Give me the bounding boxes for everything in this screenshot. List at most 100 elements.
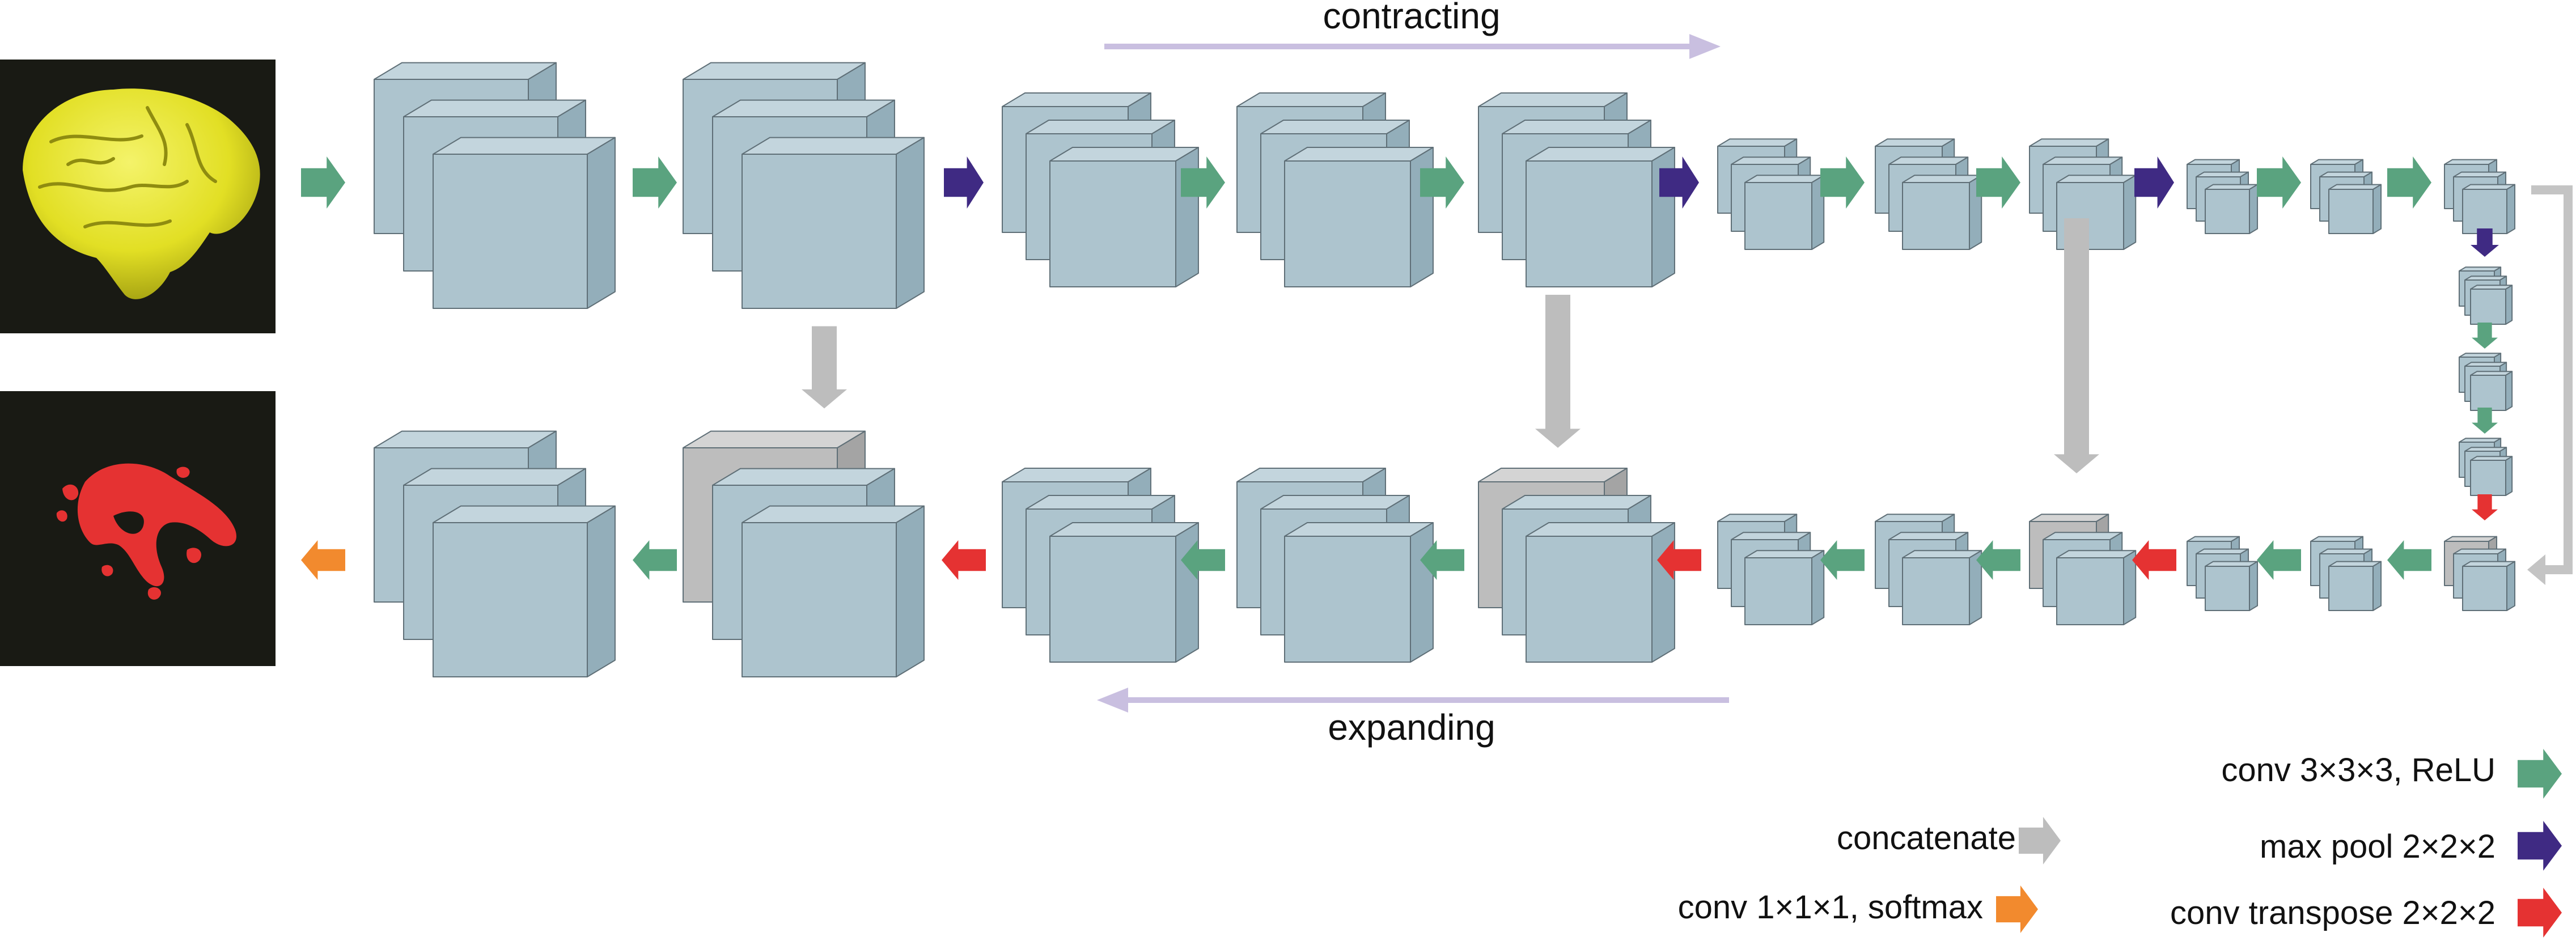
maxpool-arrow-icon-top-3 [944,156,984,209]
conv-arrow-icon-top-10 [2257,156,2301,209]
maxpool-arrow-icon-top-9 [2134,156,2174,209]
decoder-stack-8-volume [2056,550,2137,625]
transpose-arrow-icon-bottom-6 [1657,540,1701,580]
encoder-stack-4 [1236,92,1434,287]
encoder-stack-2 [683,62,925,309]
conv-arrow-icon-top-5 [1420,156,1464,209]
conv-arrow-icon-bottom-7 [1820,540,1865,580]
expanding-direction-arrow [1097,688,1729,713]
conv-arrow-icon-bottom-5 [1420,540,1464,580]
encoder-stack-9-volume [2205,184,2259,234]
encoder-stack-8 [2029,138,2137,250]
decoder-stack-1-volume [433,505,616,677]
conv-arrow-icon-top-8 [1976,156,2020,209]
legend-transpose-label: conv transpose 2×2×2 [2170,895,2496,931]
legend-maxpool-arrow-icon [2518,821,2562,871]
decoder-stack-5-volume [1526,522,1675,663]
conv-arrow-icon-top-11 [2387,156,2431,209]
transpose-arrow-icon-bottom-3 [942,540,986,580]
decoder-stack-10 [2310,536,2382,611]
conv-arrow-icon-bottom-4 [1181,540,1225,580]
brain-render-icon [23,88,260,299]
decoder-stack-11 [2444,536,2516,611]
legend: conv 3×3×3, ReLU max pool 2×2×2 conv tra… [1678,752,2496,931]
encoder-stack-5-volume [1526,147,1675,287]
conv-arrow-icon-bottleneck-1 [2472,323,2498,349]
encoder-stack-3-volume [1049,147,1199,287]
legend-maxpool-label: max pool 2×2×2 [2260,828,2496,865]
conv-arrow-icon-bottom-10 [2257,540,2301,580]
decoder-stack-6 [1717,514,1825,625]
maxpool-arrow-icon-top-6 [1659,156,1699,209]
encoder-stack-1-volume [433,137,616,309]
bottleneck-skip-bracket [2527,185,2573,585]
conv-arrow-icon-bottom-2 [633,540,677,580]
conv-arrow-icon-bottom-8 [1976,540,2020,580]
conv-arrow-icon-bottom-11 [2387,540,2431,580]
encoder-stack-6-volume [1744,175,1825,250]
concat-arrow-icon-skip-1 [802,326,847,409]
decoder-stack-9-volume [2205,561,2259,611]
decoder-stack-6-volume [1744,550,1825,625]
decoder-stack-10-volume [2328,561,2382,611]
encoder-stack-11 [2444,159,2516,234]
conv-arrow-icon-top-7 [1820,156,1865,209]
bottleneck-stack-2 [2459,353,2513,411]
decoder-stack-11-volume [2462,561,2516,611]
decoder-stack-2-volume [742,505,925,677]
decoder-stack-3 [1002,468,1199,663]
conv-arrow-icon-top-1 [301,156,345,209]
encoder-stack-3 [1002,92,1199,287]
bottleneck-stack-2-volume [2470,371,2513,411]
decoder-stack-2 [683,430,925,677]
encoder-stack-6 [1717,138,1825,250]
transpose-arrow-icon-bottom-9 [2132,540,2176,580]
output-image [0,391,276,666]
legend-concatenate-label: concatenate [1837,820,2016,857]
decoder-stack-4 [1236,468,1434,663]
legend-softmax-arrow-icon [1996,885,2038,933]
conv-arrow-icon-top-4 [1181,156,1225,209]
encoder-stack-7 [1875,138,1982,250]
transpose-arrow-icon-bottleneck [2472,494,2498,520]
decoder-stack-7 [1875,514,1982,625]
encoder-stack-9 [2187,159,2259,234]
contracting-label: contracting [1323,0,1500,36]
concat-arrow-icon-skip-3 [2054,218,2099,473]
softmax-arrow-icon-bottom-1 [301,540,345,580]
legend-conv-arrow-icon [2518,749,2562,799]
bottleneck-stack-1 [2459,266,2513,325]
encoder-stack-5 [1478,92,1675,287]
decoder-stack-5 [1478,468,1675,663]
encoder-stack-1 [374,62,616,309]
encoder-stack-10 [2310,159,2382,234]
bottleneck-stack-1-volume [2470,285,2513,325]
feature-map-volumes [374,62,2516,677]
legend-softmax-label: conv 1×1×1, softmax [1678,889,1983,926]
decoder-stack-4-volume [1284,522,1434,663]
encoder-stack-11-volume [2462,184,2516,234]
legend-transpose-arrow-icon [2518,888,2562,938]
input-image [0,60,276,333]
decoder-stack-8 [2029,514,2137,625]
encoder-stack-7-volume [1902,175,1982,250]
legend-concat-arrow-icon [2019,817,2061,864]
contracting-direction-arrow [1104,34,1721,59]
concat-arrow-icon-skip-2 [1535,295,1581,448]
decoder-stack-7-volume [1902,550,1982,625]
expanding-label: expanding [1328,707,1495,748]
bottleneck-stack-3 [2459,438,2513,496]
decoder-stack-3-volume [1049,522,1199,663]
decoder-stack-1 [374,430,616,677]
conv-arrow-icon-top-2 [633,156,677,209]
bottleneck-stack-3-volume [2470,456,2513,496]
conv-arrow-icon-bottleneck-2 [2472,408,2498,434]
legend-conv-label: conv 3×3×3, ReLU [2221,752,2496,789]
decoder-stack-9 [2187,536,2259,611]
segmentation-render-icon [56,463,236,600]
maxpool-arrow-icon-bottleneck [2471,228,2499,257]
encoder-stack-10-volume [2328,184,2382,234]
encoder-stack-2-volume [742,137,925,309]
operation-arrows [301,156,2562,938]
